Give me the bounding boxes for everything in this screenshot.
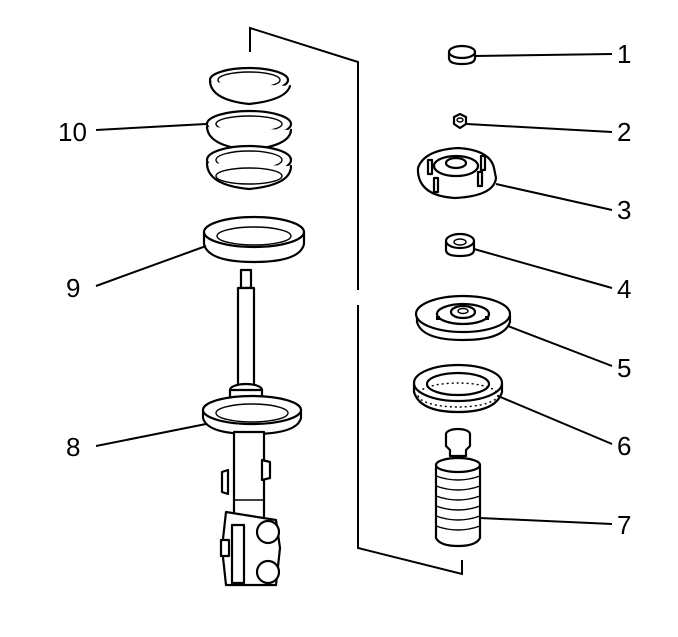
callout-8: 8	[66, 432, 80, 462]
spring-seat-upper	[414, 294, 512, 342]
bearing-spacer	[444, 232, 476, 258]
callout-2: 2	[617, 117, 631, 147]
callout-7: 7	[617, 510, 631, 540]
nut-cap	[447, 44, 477, 66]
callout-10: 10	[58, 117, 87, 147]
callout-4: 4	[617, 274, 631, 304]
bump-stop-dust-boot	[434, 427, 482, 548]
upper-nut	[452, 112, 468, 130]
assembly-bracket-line	[249, 26, 463, 576]
lower-spring-insulator	[202, 215, 306, 264]
callout-6: 6	[617, 431, 631, 461]
callout-9: 9	[66, 273, 80, 303]
callout-5: 5	[617, 353, 631, 383]
spring-insulator	[412, 363, 504, 414]
coil-spring	[205, 66, 293, 191]
strut-assembly	[201, 268, 303, 587]
callout-3: 3	[617, 195, 631, 225]
callout-1: 1	[617, 39, 631, 69]
upper-mount	[416, 146, 498, 200]
leader-lines	[95, 53, 613, 525]
